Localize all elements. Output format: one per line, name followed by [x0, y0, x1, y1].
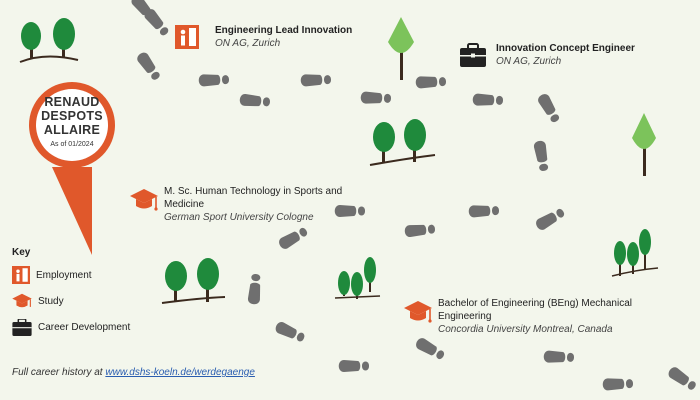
tree-group-icon	[161, 258, 226, 304]
entry-study-bachelor: Bachelor of Engineering (BEng) Mechanica…	[438, 297, 632, 336]
tree-icon	[388, 17, 414, 80]
legend-label: Employment	[36, 269, 92, 281]
footprint-icon	[360, 91, 392, 105]
legend: Key Employment Study Care	[12, 247, 130, 344]
footprint-icon	[602, 377, 634, 391]
footer: Full career history at www.dshs-koeln.de…	[12, 367, 255, 378]
entry-org: ON AG, Zurich	[215, 38, 281, 49]
career-history-link[interactable]: www.dshs-koeln.de/werdegaenge	[105, 367, 255, 378]
study-icon	[130, 189, 158, 211]
footprint-icon	[198, 73, 230, 87]
entry-org: ON AG, Zurich	[496, 56, 562, 67]
footprint-icon	[414, 336, 447, 362]
footprint-icon	[239, 93, 271, 109]
legend-item-career: Career Development	[12, 318, 130, 336]
career-icon	[12, 318, 32, 336]
entry-title-line: M. Sc. Human Technology in Sports and	[164, 186, 343, 197]
profile-badge: RENAUD DESPOTS ALLAIRE As of 01/2024	[34, 95, 110, 148]
tree-group-icon	[19, 18, 79, 63]
footprint-icon	[415, 75, 447, 89]
entry-org: German Sport University Cologne	[164, 212, 314, 223]
footprint-icon	[135, 50, 163, 83]
entry-title-line: Medicine	[164, 199, 205, 210]
entry-study-masters: M. Sc. Human Technology in Sports and Me…	[164, 185, 342, 224]
tree-cluster-icon	[611, 229, 659, 277]
tree-icon	[632, 113, 656, 176]
legend-item-employment: Employment	[12, 266, 130, 284]
footprint-icon	[404, 222, 436, 238]
profile-name-line: RENAUD	[44, 95, 100, 109]
career-icon	[460, 43, 486, 67]
profile-pin	[29, 82, 115, 255]
legend-item-study: Study	[12, 292, 130, 310]
footer-text: Full career history at	[12, 367, 106, 378]
profile-name-line: DESPOTS	[41, 109, 103, 123]
footprint-icon	[536, 92, 562, 125]
footprint-icon	[277, 225, 310, 251]
entry-career: Innovation Concept Engineer ON AG, Zuric…	[496, 42, 635, 68]
employment-icon	[12, 266, 30, 284]
legend-label: Study	[38, 295, 64, 307]
entry-org: Concordia University Montreal, Canada	[438, 324, 613, 335]
tree-cluster-icon	[334, 257, 381, 299]
entry-title-line: Bachelor of Engineering (BEng) Mechanica…	[438, 298, 632, 309]
employment-icon	[175, 25, 199, 49]
entry-title: Innovation Concept Engineer	[496, 43, 635, 54]
study-icon	[404, 301, 432, 323]
entry-title: Engineering Lead Innovation	[215, 25, 353, 36]
footprint-icon	[666, 365, 699, 393]
legend-label: Career Development	[38, 321, 131, 333]
footprint-icon	[472, 93, 504, 107]
footprint-icon	[338, 360, 369, 372]
footprint-icon	[247, 273, 263, 305]
entry-employment: Engineering Lead Innovation ON AG, Zuric…	[215, 24, 352, 50]
footprint-icon	[543, 350, 575, 364]
profile-name-line: ALLAIRE	[43, 123, 101, 137]
tree-group-icon	[369, 119, 436, 166]
footprint-icon	[468, 204, 500, 218]
footprint-icon	[300, 73, 332, 87]
footprint-icon	[533, 139, 551, 172]
footprint-icon	[534, 206, 567, 232]
footprint-icon	[142, 6, 171, 38]
footprint-icon	[273, 320, 307, 344]
as-of-date: As of 01/2024	[50, 141, 94, 148]
legend-heading: Key	[12, 247, 31, 258]
study-icon	[12, 293, 32, 308]
entry-title-line: Engineering	[438, 311, 492, 322]
